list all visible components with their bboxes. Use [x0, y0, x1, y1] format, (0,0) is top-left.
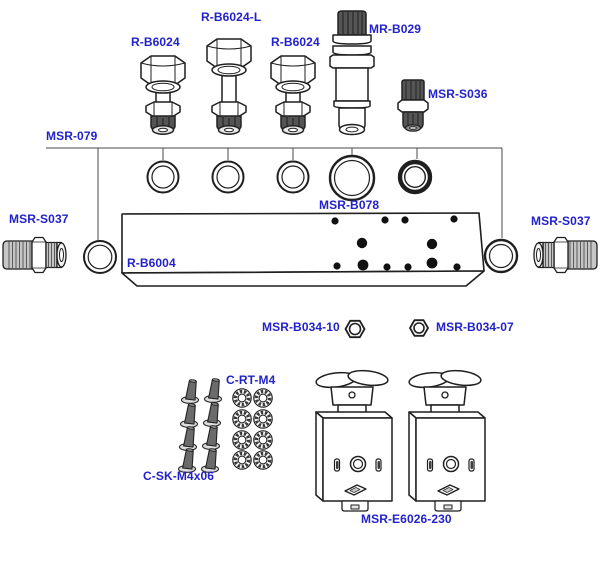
hex-nuts: [344, 319, 429, 339]
oring-right: [483, 238, 519, 274]
label-msr-b078: MSR-B078: [319, 198, 380, 212]
label-r-b6004: R-B6004: [127, 256, 176, 270]
oring-row: [83, 154, 519, 274]
washer: [252, 387, 274, 409]
fitting-r-b6024-l: [206, 38, 252, 135]
label-r-b6024-l: R-B6024-L: [201, 10, 262, 24]
label-msr-e6026-230: MSR-E6026-230: [361, 512, 452, 526]
fitting-msr-s036: [397, 79, 429, 132]
screw: [180, 378, 200, 404]
label-msr-s037-right: MSR-S037: [531, 214, 591, 228]
oring-3: [276, 160, 310, 194]
fitting-r-b6024-2: [270, 55, 316, 135]
label-msr-s037-left: MSR-S037: [9, 212, 69, 226]
screw: [202, 401, 222, 427]
nut-msr-b034-07: [409, 319, 429, 337]
screw: [179, 402, 199, 428]
oring-bold: [397, 159, 433, 195]
nut-msr-b034-10: [344, 319, 366, 339]
label-r-b6024-1: R-B6024: [131, 35, 180, 49]
solenoid-valve-2: [407, 367, 486, 512]
washer: [252, 449, 274, 471]
label-msr-079: MSR-079: [46, 129, 98, 143]
washer-set: [231, 387, 274, 471]
label-r-b6024-2: R-B6024: [271, 35, 320, 49]
nipple-msr-s037-left: [2, 236, 67, 274]
label-c-sk-m4x06: C-SK-M4x06: [143, 469, 215, 483]
oring-2: [211, 160, 245, 194]
manifold-ports: [331, 215, 461, 271]
washer: [231, 408, 253, 430]
screw-set: [177, 377, 223, 473]
oring-large-msr-b078: [328, 154, 376, 202]
washer: [231, 429, 253, 451]
nipple-msr-s037-right: [533, 236, 598, 274]
washer: [252, 408, 274, 430]
screw: [201, 424, 221, 450]
oring-1: [146, 160, 180, 194]
washer: [231, 449, 253, 471]
label-c-rt-m4: C-RT-M4: [226, 373, 276, 387]
screw: [178, 425, 198, 451]
screw: [203, 377, 223, 403]
solenoid-valve-1: [314, 367, 393, 512]
oring-leader-lines: [46, 147, 503, 240]
fitting-mr-b029: [329, 10, 375, 136]
washer: [252, 429, 274, 451]
fitting-r-b6024-1: [140, 55, 186, 135]
oring-left: [83, 240, 117, 274]
label-msr-b034-10: MSR-B034-10: [262, 320, 340, 334]
label-msr-s036: MSR-S036: [428, 87, 488, 101]
manifold-block: [121, 212, 485, 287]
label-mr-b029: MR-B029: [369, 22, 422, 36]
label-msr-b034-07: MSR-B034-07: [436, 320, 514, 334]
washer: [231, 387, 253, 409]
